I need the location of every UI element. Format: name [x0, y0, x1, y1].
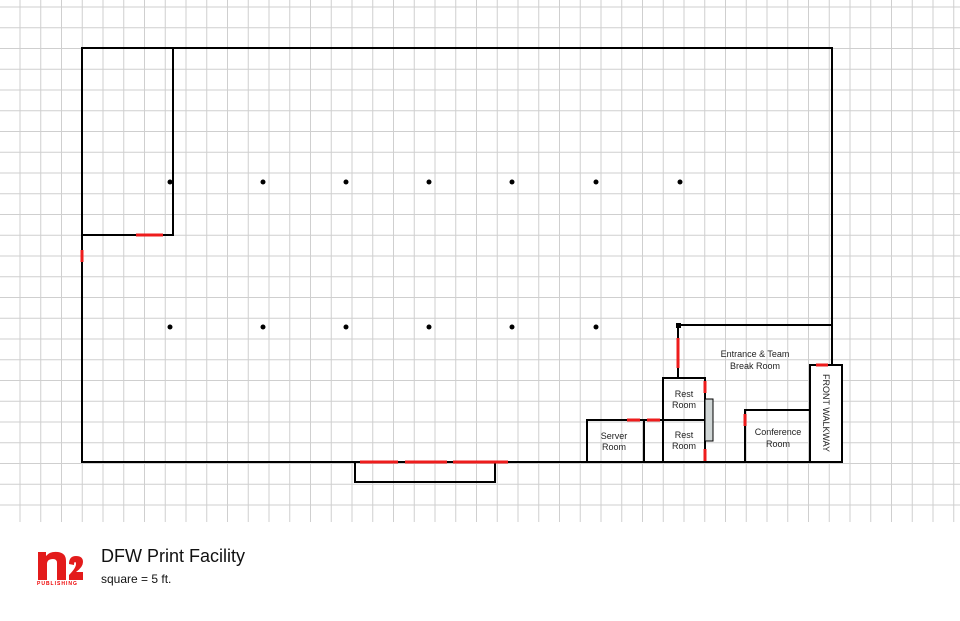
column-dot: [509, 179, 515, 185]
column-dot: [509, 324, 515, 330]
loading-dock: [354, 461, 496, 483]
rest-room-1-label-2: Room: [672, 400, 696, 410]
plan-title: DFW Print Facility: [101, 546, 245, 566]
outer-wall: [81, 47, 833, 463]
n2-logo-mark: [38, 551, 83, 580]
column-dot: [677, 179, 683, 185]
column-dot: [593, 324, 599, 330]
column-dot: [426, 324, 432, 330]
conference-label-1: Conference: [755, 427, 802, 437]
column-dot: [426, 179, 432, 185]
rest-room-1-label-1: Rest: [675, 389, 694, 399]
column-dot: [343, 324, 349, 330]
column-dot: [260, 324, 266, 330]
column-marker: [676, 323, 681, 328]
front-walkway: [809, 364, 843, 463]
server-room: [586, 419, 645, 463]
entrance-label-1: Entrance & Team: [721, 349, 790, 359]
storage-room-wall: [82, 48, 174, 236]
logo-subtitle: PUBLISHING: [37, 581, 78, 587]
column-dot: [343, 179, 349, 185]
server-room-label-2: Room: [602, 442, 626, 452]
entrance-label-2: Break Room: [730, 361, 780, 371]
columns: [167, 179, 683, 330]
door-openings: [80, 233, 828, 464]
walls: [81, 47, 843, 483]
column-dot: [260, 179, 266, 185]
conference-label-2: Room: [766, 439, 790, 449]
n2-logo: [36, 550, 86, 590]
scale-legend: square = 5 ft.: [101, 572, 172, 586]
counter: [704, 398, 714, 442]
column-dot: [593, 179, 599, 185]
grid: [0, 0, 960, 522]
server-room-label-1: Server: [601, 431, 628, 441]
column-dot: [167, 324, 173, 330]
floor-plan: Entrance & Team Break Room Rest Room Res…: [0, 0, 960, 522]
rest-room-2-label-2: Room: [672, 441, 696, 451]
walkway-label: FRONT WALKWAY: [821, 374, 831, 452]
column-dot: [167, 179, 173, 185]
rest-room-2-label-1: Rest: [675, 430, 694, 440]
doors: [80, 233, 828, 464]
